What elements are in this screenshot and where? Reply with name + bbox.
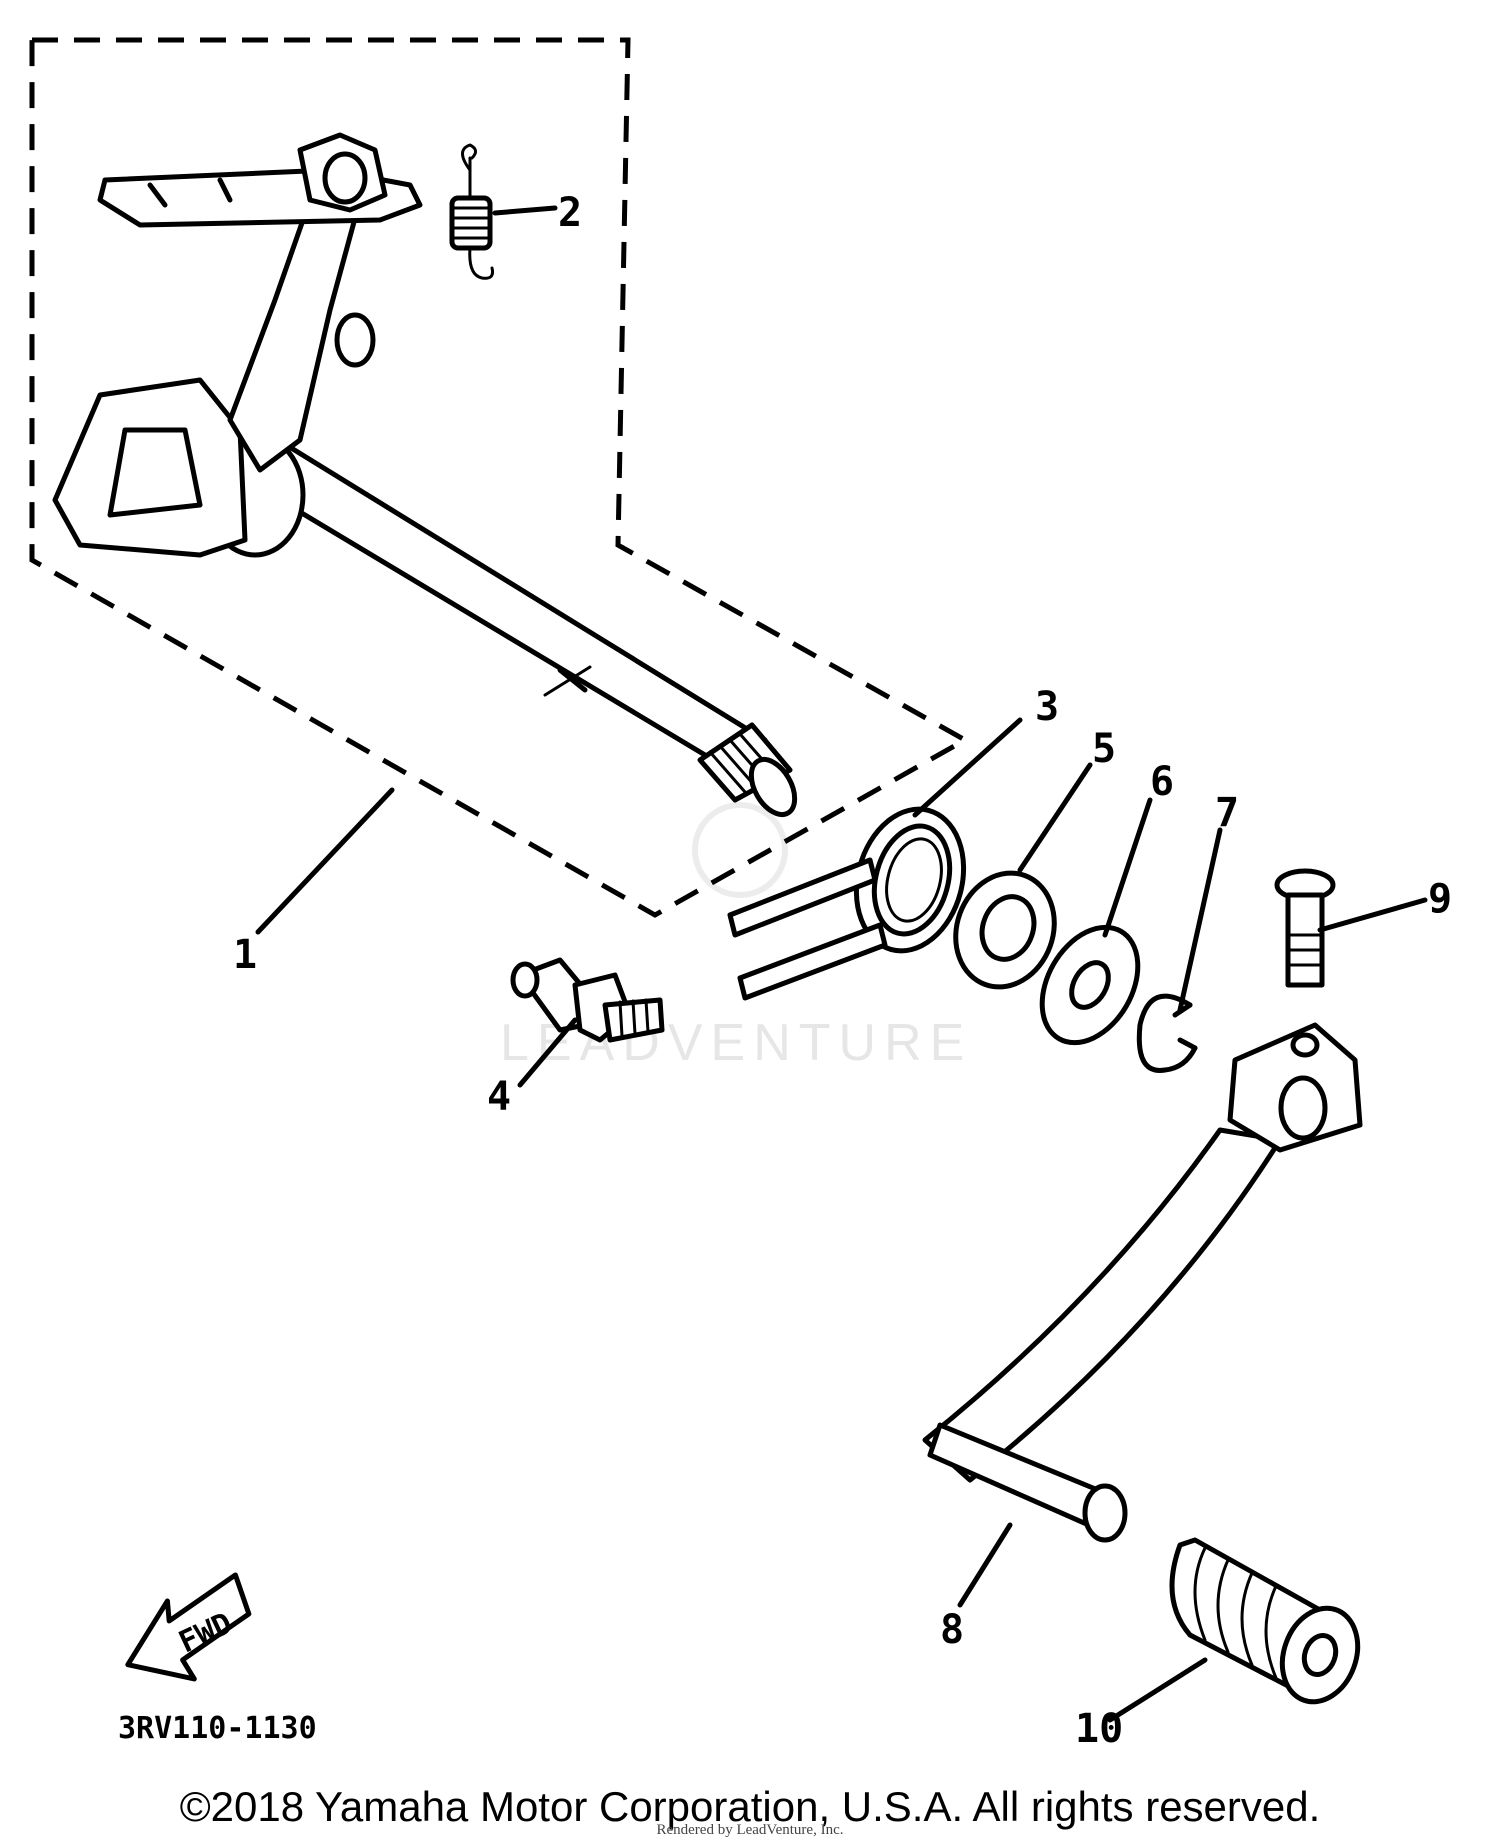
callout-4: 4 bbox=[487, 1074, 511, 1120]
part-4-pin[interactable] bbox=[510, 957, 665, 1043]
part-7-circlip[interactable] bbox=[1136, 993, 1198, 1073]
callout-3: 3 bbox=[1035, 684, 1059, 730]
part-2-spring[interactable] bbox=[449, 143, 494, 280]
part-3-torsion-spring[interactable] bbox=[727, 797, 979, 1001]
callout-6: 6 bbox=[1150, 759, 1174, 805]
part-5-collar[interactable] bbox=[940, 859, 1070, 1001]
callout-1: 1 bbox=[233, 932, 257, 978]
assembly-boundary bbox=[29, 37, 971, 918]
part-9-bolt[interactable] bbox=[1274, 868, 1336, 988]
callout-2: 2 bbox=[558, 190, 582, 236]
copyright-notice: ©2018 Yamaha Motor Corporation, U.S.A. A… bbox=[179, 1783, 1321, 1830]
callout-10: 10 bbox=[1075, 1706, 1123, 1752]
part-6-washer[interactable] bbox=[1023, 910, 1158, 1059]
diagram-code: 3RV110-1130 bbox=[118, 1711, 317, 1746]
callout-9: 9 bbox=[1428, 876, 1452, 922]
leader-lines bbox=[255, 205, 1428, 1723]
callout-5: 5 bbox=[1092, 726, 1116, 772]
part-8-shift-pedal[interactable] bbox=[922, 1022, 1363, 1543]
rendered-by-notice: Rendered by LeadVenture, Inc. bbox=[656, 1822, 844, 1838]
callout-8: 8 bbox=[940, 1607, 964, 1653]
callout-labels: 1 2 3 4 5 6 7 9 8 10 bbox=[233, 190, 1452, 1752]
fwd-arrow: FWD bbox=[125, 1572, 252, 1682]
callout-7: 7 bbox=[1215, 790, 1239, 836]
part-1-shift-shaft[interactable] bbox=[52, 132, 804, 822]
part-10-pedal-rubber[interactable] bbox=[1169, 1537, 1370, 1712]
